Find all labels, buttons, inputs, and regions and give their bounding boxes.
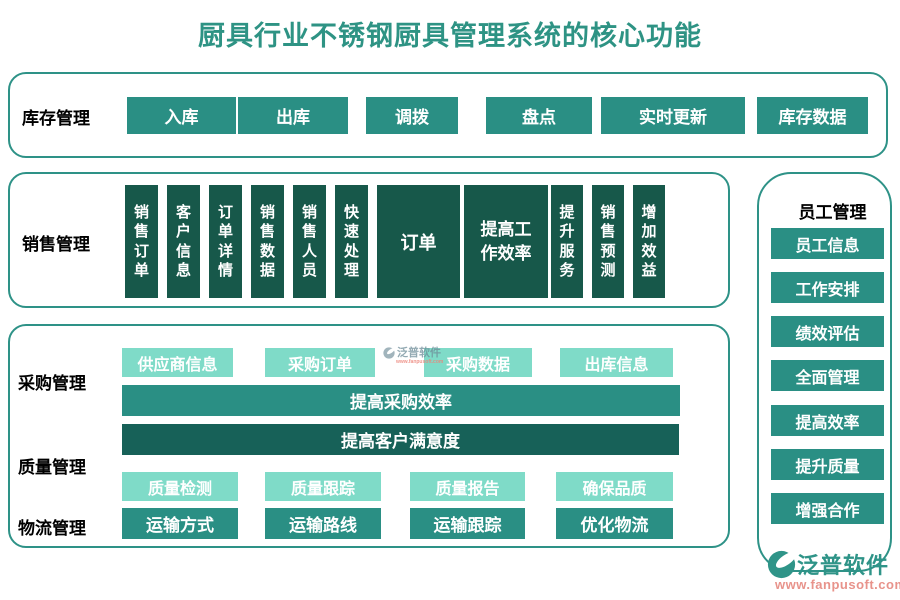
node-stocktake: 盘点 xyxy=(486,97,592,134)
node-work-arrangement: 工作安排 xyxy=(771,272,884,303)
node-purchase-data: 采购数据 xyxy=(424,348,532,377)
watermark-url: www.fanpusoft.com xyxy=(396,359,444,365)
node-text: 快速处理 xyxy=(344,203,360,280)
node-text: 订单详情 xyxy=(218,203,234,280)
node-text: 客户信息 xyxy=(176,203,192,280)
node-overall-management: 全面管理 xyxy=(771,360,884,391)
node-quality-tracking: 质量跟踪 xyxy=(265,472,381,501)
watermark-name: 泛普软件 xyxy=(397,346,441,359)
fanpu-logo-name: 泛普软件 xyxy=(797,553,890,578)
node-text: 销售数据 xyxy=(260,203,276,280)
node-realtime-update: 实时更新 xyxy=(601,97,745,134)
employee-label: 员工管理 xyxy=(798,203,867,222)
node-customer-info: 客户信息 xyxy=(167,185,200,298)
node-sales-data: 销售数据 xyxy=(251,185,284,298)
node-increase-benefit: 增加效益 xyxy=(633,185,665,298)
node-improve-efficiency: 提高效率 xyxy=(771,405,884,436)
bar-improve-customer-satisfaction: 提高客户满意度 xyxy=(122,424,679,455)
node-outbound-info: 出库信息 xyxy=(560,348,673,377)
node-transfer: 调拨 xyxy=(366,97,458,134)
node-quality-inspection: 质量检测 xyxy=(122,472,238,501)
node-sales-forecast: 销售预测 xyxy=(592,185,624,298)
node-text: 提高工作效率 xyxy=(480,219,532,263)
procurement-label: 采购管理 xyxy=(18,374,86,393)
node-text: 销售预测 xyxy=(600,203,616,280)
bar-improve-purchase-efficiency: 提高采购效率 xyxy=(122,385,680,416)
fanpu-logo-url: www.fanpusoft.com xyxy=(775,577,900,592)
fanpu-logo-icon xyxy=(767,550,796,579)
node-sales-staff: 销售人员 xyxy=(293,185,326,298)
node-transport-tracking: 运输跟踪 xyxy=(410,508,525,539)
node-text: 销售订单 xyxy=(134,203,150,280)
node-inventory-data: 库存数据 xyxy=(757,97,868,134)
node-inbound: 入库 xyxy=(127,97,236,134)
watermark: 泛普软件 www.fanpusoft.com xyxy=(383,347,443,365)
node-text: 提升服务 xyxy=(559,203,575,280)
node-enhance-cooperation: 增强合作 xyxy=(771,493,884,524)
node-purchase-order: 采购订单 xyxy=(265,348,375,377)
node-improve-work-efficiency: 提高工作效率 xyxy=(464,185,548,298)
quality-label: 质量管理 xyxy=(18,458,86,477)
node-improve-quality: 提升质量 xyxy=(771,449,884,480)
node-performance-review: 绩效评估 xyxy=(771,316,884,347)
node-order-detail: 订单详情 xyxy=(209,185,242,298)
sales-label: 销售管理 xyxy=(22,235,90,254)
node-employee-info: 员工信息 xyxy=(771,228,884,259)
node-transport-route: 运输路线 xyxy=(265,508,381,539)
node-text: 增加效益 xyxy=(641,203,657,280)
node-optimize-logistics: 优化物流 xyxy=(556,508,673,539)
node-improve-service: 提升服务 xyxy=(551,185,583,298)
node-quick-process: 快速处理 xyxy=(335,185,368,298)
node-text: 销售人员 xyxy=(302,203,318,280)
page-title: 厨具行业不锈钢厨具管理系统的核心功能 xyxy=(198,21,702,51)
node-ensure-quality: 确保品质 xyxy=(556,472,673,501)
node-transport-mode: 运输方式 xyxy=(122,508,238,539)
node-sales-order: 销售订单 xyxy=(125,185,158,298)
node-quality-report: 质量报告 xyxy=(410,472,525,501)
node-outbound: 出库 xyxy=(238,97,348,134)
watermark-logo-icon xyxy=(383,347,395,359)
inventory-label: 库存管理 xyxy=(22,109,90,128)
logistics-label: 物流管理 xyxy=(18,519,86,538)
node-order: 订单 xyxy=(377,185,460,298)
node-supplier-info: 供应商信息 xyxy=(122,348,233,377)
